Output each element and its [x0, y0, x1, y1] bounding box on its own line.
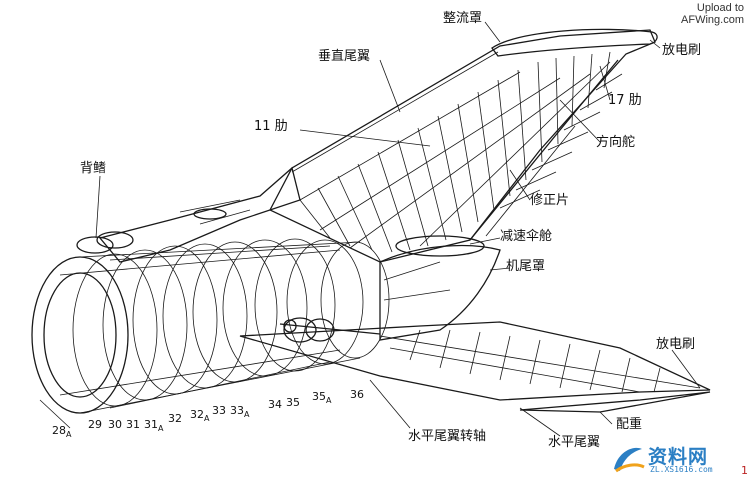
counterweight — [519, 391, 711, 413]
tail-cone — [379, 235, 501, 341]
frame-30: 30 — [108, 418, 122, 431]
label-static-discharger-right: 放电刷 — [656, 337, 695, 352]
label-rib-11: 11 肋 — [254, 119, 288, 134]
frame-35: 35 — [286, 396, 300, 409]
label-rib-17: 17 肋 — [608, 93, 642, 108]
drag-chute-bay — [395, 235, 485, 257]
frame-28: 28A — [52, 424, 72, 439]
label-dorsal-fin: 背鳍 — [80, 161, 106, 176]
label-tail-cone: 机尾罩 — [506, 259, 545, 274]
frame-35a: 35A — [312, 390, 332, 405]
frame-34: 34 — [268, 398, 282, 411]
leader-lines — [39, 21, 701, 437]
label-fairing: 整流罩 — [443, 11, 482, 26]
frame-33a: 33A — [230, 404, 250, 419]
frame-31a: 31A — [144, 418, 164, 433]
logo-icon — [614, 447, 645, 473]
logo-url: ZL.XS1616.com — [650, 465, 713, 474]
label-horizontal-tail: 水平尾翼 — [548, 435, 600, 450]
frame-33: 33 — [212, 404, 226, 417]
frame-29: 29 — [88, 418, 102, 431]
vertical-tail-structure — [98, 28, 658, 263]
label-trim-tab: 修正片 — [530, 193, 569, 208]
watermark-line2: AFWing.com — [681, 14, 744, 26]
logo-name: 资料网 — [648, 446, 709, 468]
label-static-discharger-top: 放电刷 — [662, 43, 701, 58]
label-vertical-tail: 垂直尾翼 — [318, 49, 370, 64]
stray-mark: 1 — [741, 464, 748, 477]
frame-32a: 32A — [190, 408, 210, 423]
label-stabilizer-pivot: 水平尾翼转轴 — [408, 429, 486, 444]
frame-numbers: 28A 29 30 31 31A 32 32A 33 33A 34 35 35A… — [52, 388, 364, 439]
tip-fairing — [491, 28, 658, 57]
fuselage-frames — [31, 231, 390, 414]
frame-31: 31 — [126, 418, 140, 431]
upload-watermark: Upload to AFWing.com — [681, 2, 744, 26]
frame-32: 32 — [168, 412, 182, 425]
dorsal-fin — [98, 166, 301, 263]
horizontal-tail-structure — [239, 319, 711, 413]
watermark-line1: Upload to — [696, 2, 744, 14]
label-rudder: 方向舵 — [596, 134, 635, 150]
labels: 整流罩 放电刷 垂直尾翼 17 肋 11 肋 方向舵 背鳍 修正片 减速伞舱 机… — [80, 11, 701, 450]
label-counterweight: 配重 — [616, 416, 642, 432]
frame-36: 36 — [350, 388, 364, 401]
label-drag-chute-bay: 减速伞舱 — [500, 228, 552, 244]
site-logo: 资料网 ZL.XS1616.com — [610, 440, 750, 479]
